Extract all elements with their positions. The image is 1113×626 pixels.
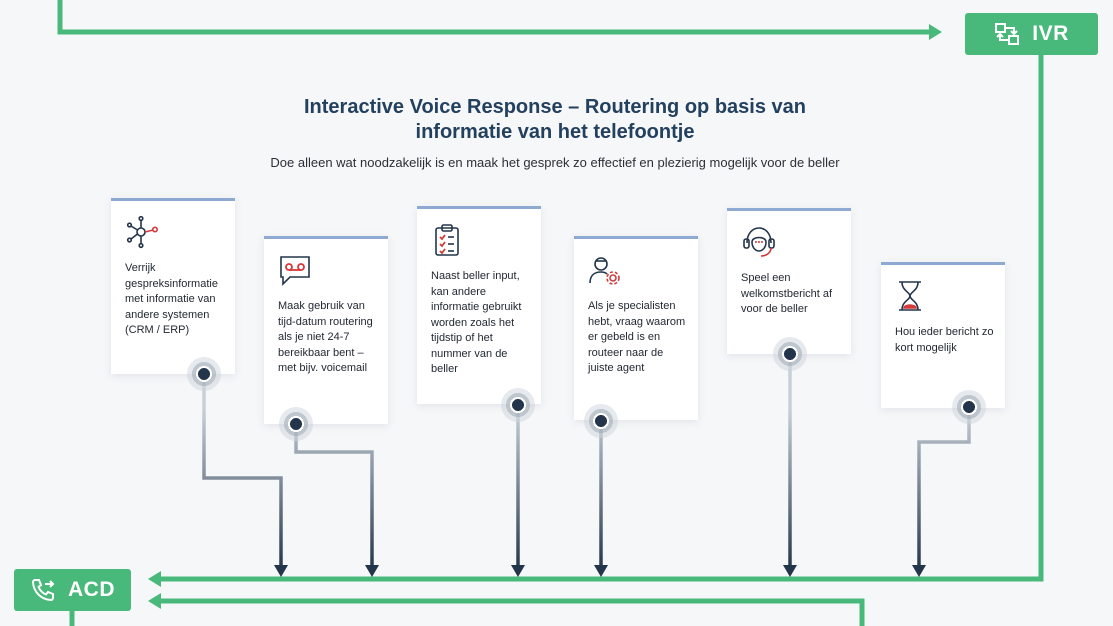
card-text: Speel een welkomstbericht af voor de bel… [741, 272, 833, 315]
card-time-routing: Maak gebruik van tijd-datum routering al… [264, 236, 388, 424]
voicemail-icon [280, 256, 310, 286]
clipboard-checklist-icon [435, 224, 459, 256]
hourglass-icon [899, 281, 921, 311]
acd-label: ACD [68, 578, 115, 601]
connector-node-1 [187, 357, 221, 391]
card-text: Als je specialisten hebt, vraag waarom e… [588, 300, 686, 374]
acd-badge: ACD [14, 569, 131, 611]
headset-agent-icon [743, 227, 775, 257]
card-text: Maak gebruik van tijd-datum routering al… [278, 300, 373, 374]
connector-node-4 [584, 404, 618, 438]
ivr-to-acd-line [160, 55, 1044, 582]
connector-5-arrow [783, 565, 797, 577]
title-line-1: Interactive Voice Response – Routering o… [303, 96, 806, 118]
connector-node-6 [952, 390, 986, 424]
ivr-routing-icon [995, 23, 1020, 45]
connector-6-arrow [912, 565, 926, 577]
connector-2 [294, 425, 374, 566]
card-specialist-routing: Als je specialisten hebt, vraag waarom e… [574, 236, 698, 420]
connector-3-arrow [511, 565, 525, 577]
card-enrich-info: Verrijk gespreksinformatie met informati… [111, 198, 235, 374]
ivr-arrowhead [929, 24, 942, 40]
card-short-messages: Hou ieder bericht zo kort mogelijk [881, 262, 1005, 408]
title-line-2: informatie van het telefoontje [415, 121, 695, 143]
connector-6 [917, 408, 971, 566]
phone-forward-icon [31, 579, 55, 602]
card-text: Naast beller input, kan andere informati… [431, 270, 522, 375]
connector-2-arrow [365, 565, 379, 577]
connector-node-3 [501, 388, 535, 422]
card-caller-input: Naast beller input, kan andere informati… [417, 206, 541, 404]
ivr-label: IVR [1032, 22, 1069, 45]
acd-arrowhead-top [148, 571, 161, 587]
card-text: Hou ieder bericht zo kort mogelijk [895, 326, 994, 354]
card-text: Verrijk gespreksinformatie met informati… [125, 262, 218, 336]
ivr-incoming-line [57, 0, 930, 35]
connector-1-arrow [274, 565, 288, 577]
network-nodes-icon [126, 215, 158, 249]
page-title: Interactive Voice Response – Routering o… [250, 95, 860, 145]
card-welcome-message: Speel een welkomstbericht af voor de bel… [727, 208, 851, 354]
acd-return-line [160, 598, 865, 626]
connector-4-arrow [594, 565, 608, 577]
connector-node-2 [279, 407, 313, 441]
connector-1 [202, 378, 283, 566]
ivr-badge: IVR [965, 13, 1098, 55]
connector-node-5 [773, 337, 807, 371]
page-subtitle: Doe alleen wat noodzakelijk is en maak h… [270, 155, 840, 170]
agent-settings-icon [589, 257, 620, 285]
acd-arrowhead-bottom [148, 593, 161, 609]
